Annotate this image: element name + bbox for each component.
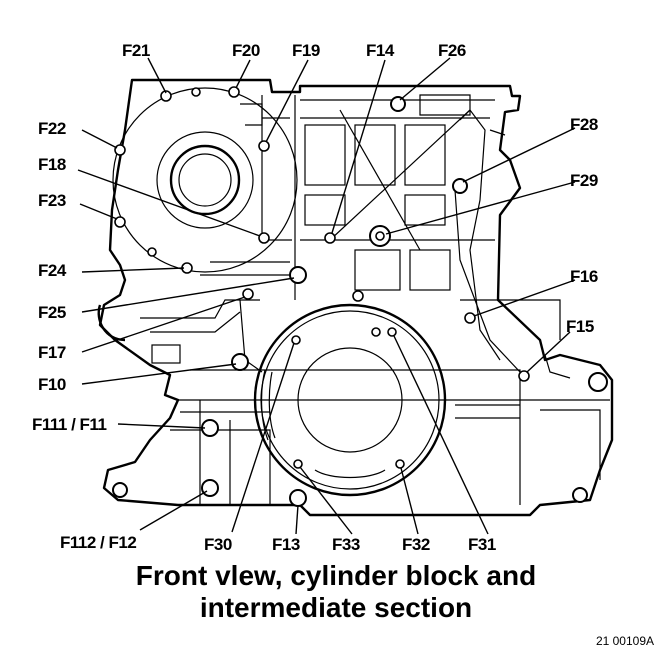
leader-lines	[77, 57, 576, 535]
label-f22: F22	[38, 119, 66, 138]
label-f19: F19	[292, 41, 320, 60]
label-f16: F16	[570, 267, 598, 286]
label-f14: F14	[366, 41, 395, 60]
label-f30: F30	[204, 535, 232, 554]
label-f15: F15	[566, 317, 594, 336]
label-f20: F20	[232, 41, 260, 60]
label-f10: F10	[38, 375, 66, 394]
figure-caption-line-1: Front vlew, cylinder block and	[135, 560, 537, 591]
label-f18: F18	[38, 155, 66, 174]
label-f28: F28	[570, 115, 598, 134]
bolt-holes	[114, 86, 530, 507]
label-f12: F112 / F12	[60, 533, 136, 552]
figure-caption-line-2: intermediate section	[199, 592, 473, 623]
block-outline	[98, 78, 614, 517]
label-f29: F29	[570, 171, 598, 190]
label-f21: F21	[122, 41, 150, 60]
side-bosses	[97, 304, 608, 503]
label-f23: F23	[38, 191, 66, 210]
label-f33: F33	[332, 535, 360, 554]
label-f32: F32	[402, 535, 430, 554]
label-f17: F17	[38, 343, 66, 362]
crank-seal-housing	[253, 303, 447, 497]
callout-labels: F21 F20 F19 F14 F26 F22 F28 F18 F29 F23 …	[32, 41, 598, 554]
label-f31: F31	[468, 535, 496, 554]
figure-reference-number: 21 00109A	[595, 634, 654, 648]
label-f24: F24	[38, 261, 67, 280]
label-f13: F13	[272, 535, 300, 554]
label-f11: F111 / F11	[32, 415, 106, 434]
pulley-housing	[112, 87, 298, 273]
label-f25: F25	[38, 303, 66, 322]
upper-ribs	[140, 94, 561, 373]
label-f26: F26	[438, 41, 466, 60]
